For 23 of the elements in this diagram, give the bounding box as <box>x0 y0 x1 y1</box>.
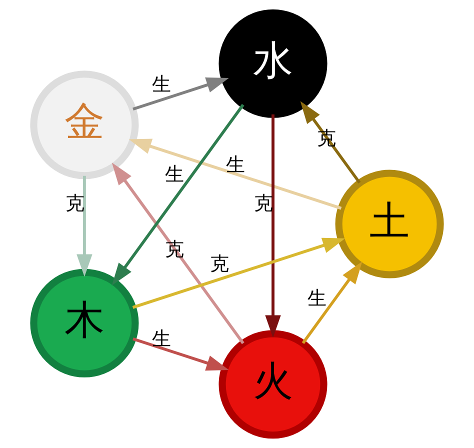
edge-label: 生 <box>226 154 246 176</box>
node-circle: 火 <box>218 330 328 439</box>
arrow <box>112 162 244 344</box>
edge-label: 生 <box>152 328 171 350</box>
arrow <box>132 338 229 371</box>
arrow <box>132 238 346 309</box>
edge-label: 克 <box>164 238 184 260</box>
edge-label: 生 <box>152 74 171 96</box>
arrow <box>300 101 361 184</box>
edge-label: 生 <box>164 163 184 186</box>
arrow <box>76 176 92 277</box>
arrow <box>128 138 342 210</box>
node-circle: 水 <box>218 9 328 118</box>
node-circle: 金 <box>30 70 139 180</box>
edge-label: 克 <box>66 192 85 215</box>
edge-label: 克 <box>210 253 229 276</box>
node-circle: 木 <box>30 268 139 378</box>
arrow <box>112 104 244 286</box>
arrow <box>132 77 229 110</box>
arrow <box>302 262 362 344</box>
edge-label: 生 <box>308 288 327 310</box>
arrow <box>265 114 281 338</box>
node-circle: 土 <box>335 170 444 278</box>
